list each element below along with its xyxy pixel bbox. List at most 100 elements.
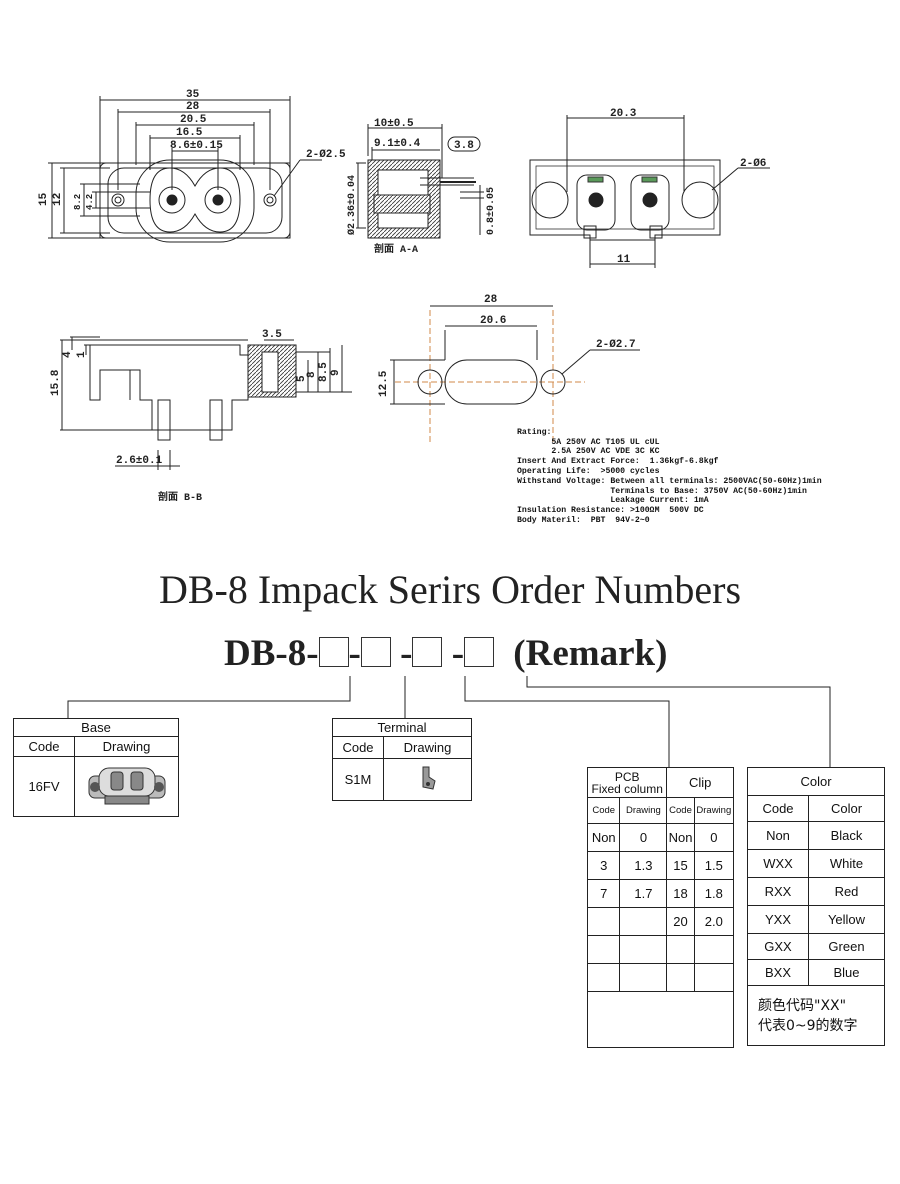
table-cell: 20 <box>666 907 695 936</box>
terminal-drawing <box>383 758 472 801</box>
order-box <box>360 637 391 667</box>
dim-20-5: 20.5 <box>180 114 207 126</box>
page-title: DB-8 Impack Serirs Order Numbers <box>158 567 742 612</box>
table-cell: 1.5 <box>693 851 735 880</box>
dim-15-8: 15.8 <box>50 369 62 396</box>
table-cell: 18 <box>666 879 695 908</box>
dim-8: 8 <box>306 371 318 378</box>
dim-8-5: 8.5 <box>318 362 330 382</box>
clip-title: Clip <box>666 767 734 798</box>
dim-12: 12 <box>52 193 64 206</box>
color-title: Color <box>747 767 885 796</box>
pcb-title-line1: PCB <box>614 769 640 784</box>
dim-8-2: 8.2 <box>73 194 83 210</box>
table-cell: Red <box>808 877 885 906</box>
section-a-a <box>356 124 484 239</box>
dim-4-2: 4.2 <box>85 194 95 210</box>
color-note-line1: 颜色代码"XX" <box>758 997 847 1014</box>
terminal-code: S1M <box>332 758 384 801</box>
spec-line: Leakage Current: 1mA <box>517 496 709 506</box>
table-cell: Yellow <box>808 905 885 934</box>
clip-drawing-header: Drawing <box>693 797 735 824</box>
dim-35: 35 <box>186 89 200 101</box>
table-cell: Green <box>808 933 885 960</box>
spec-line: Rating: <box>517 427 552 437</box>
table-cell <box>586 907 621 936</box>
order-box <box>464 637 495 667</box>
section-b-b <box>60 336 352 470</box>
dim-9: 9 <box>330 369 342 376</box>
table-cell <box>666 963 695 992</box>
dim-20-6: 20.6 <box>480 315 506 327</box>
base-code: 16FV <box>13 756 75 817</box>
dim-20-3: 20.3 <box>610 108 637 120</box>
color-note-line2: 代表0~9的数字 <box>758 1017 858 1034</box>
dim-3-5: 3.5 <box>262 329 282 341</box>
terminal-code-header: Code <box>332 736 384 759</box>
table-cell: YXX <box>747 905 809 934</box>
order-code: DB-8-- - - (Remark) <box>224 632 667 675</box>
socket-icon <box>88 767 165 805</box>
spec-line: Body Materil: PBT 94V-2~0 <box>517 515 650 525</box>
order-sep: - <box>451 633 465 674</box>
color-color-header: Color <box>808 795 885 822</box>
pcb-drawing-header: Drawing <box>619 797 668 824</box>
order-box <box>318 637 349 667</box>
color-note: 颜色代码"XX" 代表0~9的数字 <box>747 985 885 1046</box>
order-sep: - <box>348 633 361 674</box>
table-cell <box>619 907 668 936</box>
table-cell <box>693 935 735 964</box>
order-sep: - <box>400 633 413 674</box>
pcb-code-header: Code <box>586 797 621 824</box>
clip-code-header: Code <box>666 797 695 824</box>
table-cell: 15 <box>666 851 695 880</box>
spec-line: 5A 250V AC T105 UL cUL <box>517 437 660 447</box>
table-cell <box>666 935 695 964</box>
dim-9-1: 9.1±0.4 <box>374 138 421 150</box>
dim-1: 1 <box>76 351 88 358</box>
table-cell <box>693 963 735 992</box>
base-title: Base <box>13 718 179 737</box>
terminal-pin-icon <box>422 766 436 790</box>
color-code-header: Code <box>747 795 809 822</box>
spec-line: Insulation Resistance: >100ΩM 500V DC <box>517 506 704 516</box>
footprint-view <box>390 305 640 445</box>
table-cell: 1.8 <box>693 879 735 908</box>
top-view <box>48 96 322 243</box>
label-section-a: 剖面 A-A <box>374 242 418 256</box>
spec-line: Terminals to Base: 3750V AC(50-60Hz)1min <box>517 486 807 496</box>
technical-drawing: 35 28 20.5 16.5 8.6±0.15 15 12 8.2 4.2 2… <box>38 89 770 504</box>
dim-hole-right: 2-Ø6 <box>740 158 766 170</box>
dim-10: 10±0.5 <box>374 118 414 130</box>
dim-2-36: Ø2.36±0.04 <box>346 175 358 235</box>
terminal-title: Terminal <box>332 718 472 737</box>
base-code-header: Code <box>13 736 75 757</box>
order-prefix: DB-8- <box>224 633 319 674</box>
dim-hole-bottom: 2-Ø2.7 <box>596 339 636 351</box>
table-cell: Non <box>666 823 695 852</box>
table-cell <box>586 935 621 964</box>
order-box <box>412 637 443 667</box>
spec-line: Insert And Extract Force: 1.36kgf-6.8kgf <box>517 457 719 467</box>
table-cell <box>587 991 734 1048</box>
table-cell: RXX <box>747 877 809 906</box>
table-cell: 1.7 <box>619 879 668 908</box>
table-cell: White <box>808 849 885 878</box>
table-cell: Non <box>586 823 621 852</box>
spec-line: 2.5A 250V AC VDE 3C KC <box>517 447 660 457</box>
table-cell: 7 <box>586 879 621 908</box>
table-cell: 0 <box>693 823 735 852</box>
table-cell: 1.3 <box>619 851 668 880</box>
spec-block: Rating: 5A 250V AC T105 UL cUL 2.5A 250V… <box>517 418 822 536</box>
table-cell: BXX <box>747 959 809 986</box>
order-remark: (Remark) <box>513 633 668 674</box>
base-drawing <box>74 756 179 817</box>
table-cell: Black <box>808 821 885 850</box>
dim-hole-top: 2-Ø2.5 <box>306 149 346 161</box>
connector-lines <box>67 676 831 768</box>
table-cell: Non <box>747 821 809 850</box>
